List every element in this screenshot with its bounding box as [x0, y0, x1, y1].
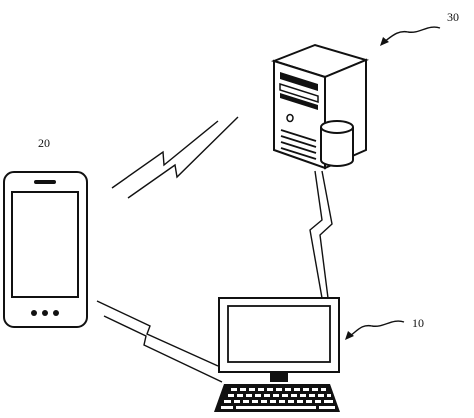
arrowhead-icon: [345, 331, 354, 340]
wireless-link-phone-computer: [96, 300, 223, 383]
computer-callout: 10: [345, 316, 424, 340]
server-tower-with-database-icon: [270, 43, 369, 170]
arrowhead-icon: [380, 37, 389, 46]
server-label: 30: [447, 10, 459, 24]
wireless-link-phone-server: [111, 116, 239, 199]
phone-label: 20: [38, 136, 50, 150]
server-callout: 30: [380, 10, 459, 46]
wireless-link-server-computer: [309, 170, 333, 299]
mobile-phone-icon: [3, 171, 88, 328]
computer-leader-arrow: [349, 320, 405, 337]
server-leader-arrow: [383, 26, 441, 43]
computer-label: 10: [412, 316, 424, 330]
desktop-computer-icon: [214, 297, 340, 412]
